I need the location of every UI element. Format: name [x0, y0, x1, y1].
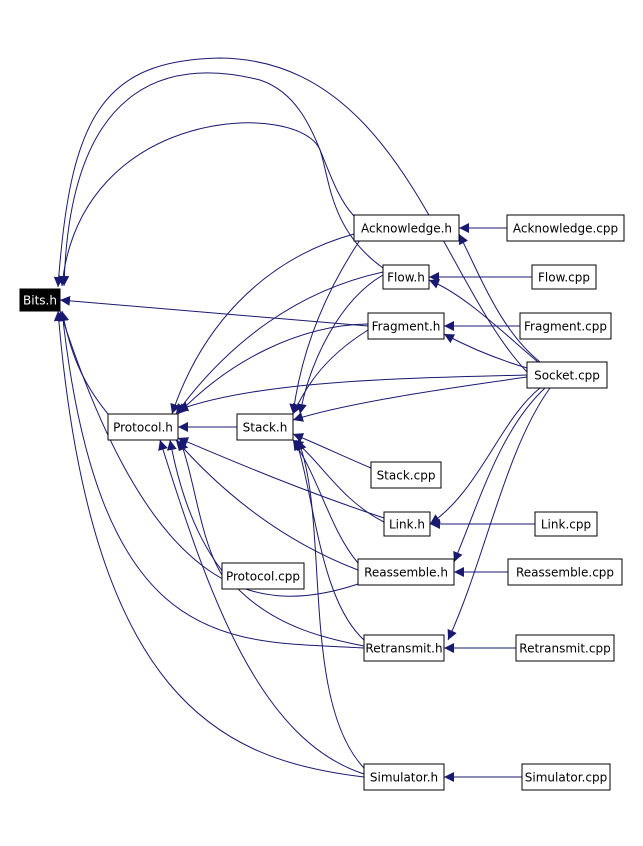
node-reassemble-h[interactable]: Reassemble.h: [357, 558, 455, 586]
node-box: [357, 558, 455, 586]
node-protocol-cpp[interactable]: Protocol.cpp: [221, 562, 305, 590]
node-label: Simulator.h: [370, 771, 438, 785]
node-box: [526, 361, 608, 389]
node-box: [363, 763, 445, 791]
edge-flow-h-to-bits-h: [58, 122, 384, 287]
node-socket-cpp[interactable]: Socket.cpp: [526, 361, 608, 389]
edge-socket-cpp-to-bits-h: [53, 57, 528, 373]
edge-socket-cpp-to-stack-h: [292, 376, 528, 422]
node-box: [534, 511, 598, 537]
edge-socket-cpp-to-fragment-h: [443, 333, 528, 369]
edge-acknowledge-h-to-bits-h: [59, 72, 355, 287]
edge-retransmit-h-to-bits-h: [58, 310, 365, 649]
edge-reassemble-h-to-protocol-h: [175, 439, 359, 571]
node-label: Link.cpp: [541, 518, 591, 532]
edge-flow-h-to-stack-h: [296, 274, 384, 415]
edge-fragment-h-to-stack-h: [292, 329, 369, 415]
node-box: [370, 461, 442, 489]
node-acknowledge-h[interactable]: Acknowledge.h: [353, 214, 460, 242]
edge-reassemble-h-to-bits-h: [58, 310, 359, 597]
node-reassemble-cpp[interactable]: Reassemble.cpp: [507, 558, 623, 586]
edge-retransmit-h-to-stack-h: [294, 439, 365, 641]
node-link-h[interactable]: Link.h: [383, 511, 431, 537]
edges: [53, 57, 551, 782]
node-stack-h[interactable]: Stack.h: [236, 413, 294, 441]
node-bits-h[interactable]: Bits.h: [19, 288, 61, 312]
edge-socket-cpp-to-reassemble-h: [453, 387, 546, 563]
node-label: Link.h: [389, 518, 425, 532]
edge-socket-cpp-to-flow-h: [428, 279, 539, 363]
node-box: [382, 264, 430, 290]
node-retransmit-h[interactable]: Retransmit.h: [363, 634, 445, 662]
node-label: Simulator.cpp: [525, 771, 607, 785]
node-box: [507, 558, 623, 586]
node-acknowledge-cpp[interactable]: Acknowledge.cpp: [506, 214, 625, 242]
node-stack-cpp[interactable]: Stack.cpp: [370, 461, 442, 489]
node-label: Stack.cpp: [377, 469, 436, 483]
node-label: Bits.h: [23, 294, 57, 308]
edge-simulator-h-to-bits-h: [53, 310, 365, 778]
node-box: [221, 562, 305, 590]
node-box: [515, 634, 615, 662]
edge-fragment-h-to-protocol-h: [177, 323, 369, 415]
node-box: [531, 264, 597, 290]
edge-reassemble-h-to-stack-h: [292, 439, 359, 564]
node-label: Retransmit.cpp: [519, 642, 610, 656]
node-label: Acknowledge.h: [361, 222, 452, 236]
node-box: [521, 763, 611, 791]
edge-retransmit-h-to-protocol-h: [166, 439, 365, 647]
node-label: Acknowledge.cpp: [513, 222, 618, 236]
node-box: [519, 312, 612, 340]
edge-socket-cpp-to-acknowledge-h: [458, 233, 541, 363]
edge-link-h-to-protocol-h: [177, 437, 385, 519]
node-label: Socket.cpp: [534, 369, 600, 383]
node-link-cpp[interactable]: Link.cpp: [534, 511, 598, 537]
node-simulator-cpp[interactable]: Simulator.cpp: [521, 763, 611, 791]
node-box: [353, 214, 460, 242]
node-fragment-h[interactable]: Fragment.h: [367, 312, 445, 340]
node-box: [236, 413, 294, 441]
edge-protocol-h-to-bits-h: [59, 310, 109, 415]
node-box: [367, 312, 445, 340]
node-box: [363, 634, 445, 662]
node-label: Retransmit.h: [365, 642, 442, 656]
edge-protocol-cpp-to-protocol-h: [178, 439, 223, 576]
node-label: Fragment.cpp: [524, 320, 607, 334]
node-label: Flow.h: [387, 271, 425, 285]
node-label: Flow.cpp: [538, 271, 590, 285]
edge-fragment-h-to-bits-h: [59, 295, 369, 327]
node-retransmit-cpp[interactable]: Retransmit.cpp: [515, 634, 615, 662]
node-box: [107, 413, 179, 441]
edge-acknowledge-h-to-protocol-h: [170, 233, 355, 415]
node-label: Protocol.cpp: [226, 570, 300, 584]
node-label: Stack.h: [243, 421, 288, 435]
edge-acknowledge-h-to-stack-h: [289, 239, 361, 415]
edge-socket-cpp-to-link-h: [429, 387, 541, 525]
node-label: Fragment.h: [372, 320, 441, 334]
node-label: Reassemble.h: [364, 566, 448, 580]
node-flow-h[interactable]: Flow.h: [382, 264, 430, 290]
edge-socket-cpp-to-protocol-h: [177, 374, 528, 412]
node-label: Protocol.h: [113, 421, 173, 435]
node-box: [383, 511, 431, 537]
node-box: [506, 214, 625, 242]
node-label: Reassemble.cpp: [516, 566, 614, 580]
node-box: [19, 288, 61, 312]
node-flow-cpp[interactable]: Flow.cpp: [531, 264, 597, 290]
edge-socket-cpp-to-retransmit-h: [447, 387, 551, 641]
edge-simulator-h-to-stack-h: [297, 439, 365, 769]
edge-stack-cpp-to-stack-h: [292, 433, 372, 469]
node-fragment-cpp[interactable]: Fragment.cpp: [519, 312, 612, 340]
node-protocol-h[interactable]: Protocol.h: [107, 413, 179, 441]
edge-flow-h-to-protocol-h: [175, 271, 384, 415]
edge-simulator-h-to-protocol-h: [158, 439, 365, 775]
node-simulator-h[interactable]: Simulator.h: [363, 763, 445, 791]
